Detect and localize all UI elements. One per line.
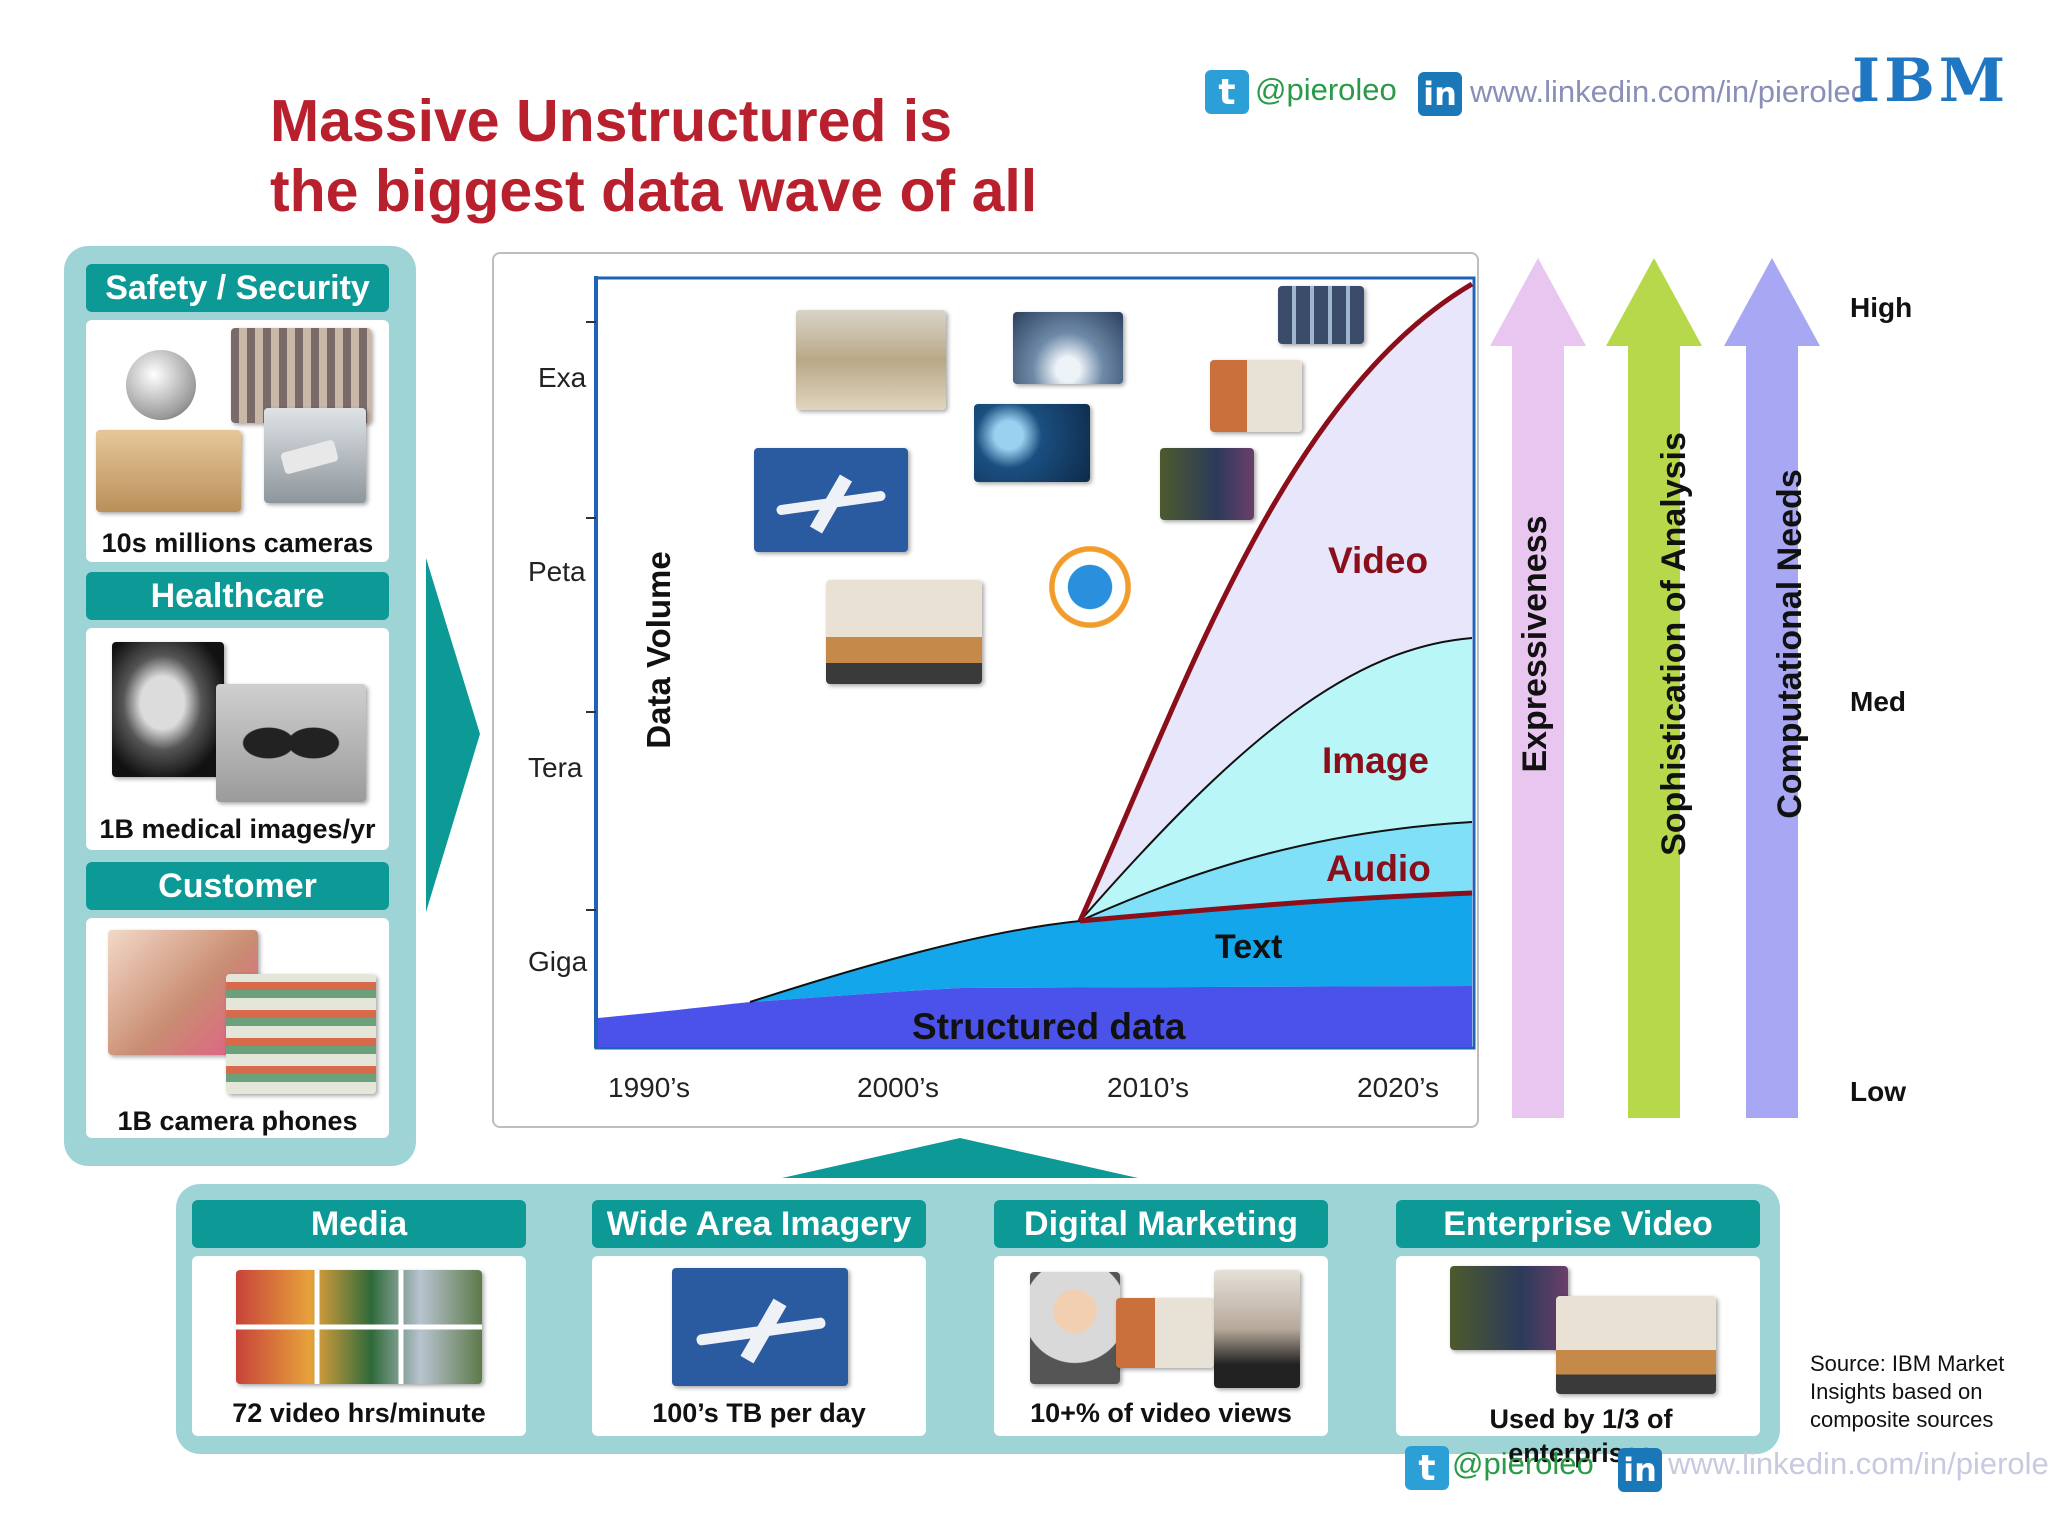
footer-twitter-icon[interactable]: t (1405, 1446, 1449, 1490)
linkedin-icon[interactable]: in (1418, 72, 1462, 116)
y-tick-peta: Peta (528, 556, 586, 587)
label-structured-data: Structured data (912, 1006, 1186, 1047)
capability-arrows (1490, 258, 1820, 1118)
social-network-globe-icon (1035, 532, 1145, 642)
label-video: Video (1328, 540, 1429, 581)
linkedin-url[interactable]: www.linkedin.com/in/pieroleo (1470, 74, 1869, 109)
card-customer: 1B camera phones (86, 918, 389, 1138)
drone-thumbnail (754, 448, 908, 552)
smartphones-thumbnail (1278, 286, 1364, 344)
x-tick-2020s: 2020’s (1357, 1072, 1440, 1103)
arrow-expressiveness (1490, 258, 1586, 1118)
wide-area-drone-photo (672, 1268, 848, 1386)
y-tick-giga: Giga (528, 946, 588, 977)
x-tick-1990s: 1990’s (608, 1072, 691, 1103)
source-note: Source: IBM Market Insights based on com… (1810, 1350, 2004, 1434)
mall-photo (96, 430, 241, 512)
label-image: Image (1322, 740, 1429, 781)
caption-healthcare: 1B medical images/yr (99, 814, 376, 844)
brain-mri-photo (112, 642, 224, 777)
title-line-2: the biggest data wave of all (270, 158, 1038, 224)
data-volume-chart (586, 276, 1476, 1050)
crowd-photo (231, 328, 371, 423)
brain-scans-thumbnail (974, 404, 1090, 482)
source-line-2: Insights based on (1810, 1379, 1983, 1404)
arrow-up-triangle (782, 1138, 1138, 1178)
caption-wide-area-imagery: 100’s TB per day (652, 1398, 866, 1428)
scale-med: Med (1850, 686, 1906, 717)
caption-enterprise-video: Used by 1/3 of enterprises (1489, 1404, 1673, 1468)
card-media: 72 video hrs/minute (192, 1256, 526, 1436)
heading-safety-security: Safety / Security (86, 264, 389, 312)
kid-with-boombox-photo (1030, 1272, 1120, 1384)
heading-media: Media (192, 1200, 526, 1248)
footer-linkedin-icon[interactable]: in (1618, 1448, 1662, 1492)
presenter-thumbnail (1210, 360, 1302, 432)
source-line-3: composite sources (1810, 1407, 1994, 1432)
meeting-thumbnail (826, 580, 982, 684)
source-line-1: Source: IBM Market (1810, 1351, 2005, 1376)
enterprise-speaker-photo (1450, 1266, 1568, 1350)
scale-high: High (1850, 292, 1913, 323)
speaker-video-thumbnail (1160, 448, 1254, 520)
heading-enterprise-video: Enterprise Video (1396, 1200, 1760, 1248)
card-healthcare: 1B medical images/yr (86, 628, 389, 850)
arrow-right-triangle (426, 558, 480, 912)
fitness-photo (1214, 1270, 1300, 1388)
card-digital-marketing: 10+% of video views (994, 1256, 1328, 1436)
card-enterprise-video: Used by 1/3 of enterprises (1396, 1256, 1760, 1468)
y-tick-tera: Tera (528, 752, 583, 783)
x-tick-2010s: 2010’s (1107, 1072, 1190, 1103)
caption-customer: 1B camera phones (117, 1106, 358, 1136)
y-axis-title: Data Volume (640, 551, 677, 749)
card-safety-security: 10s millions cameras (86, 320, 389, 562)
x-tick-2000s: 2000’s (857, 1072, 940, 1103)
dome-camera-icon (126, 350, 196, 420)
heading-digital-marketing: Digital Marketing (994, 1200, 1328, 1248)
mall-thumbnail (796, 310, 946, 410)
area-image (1080, 638, 1472, 921)
area-video (1080, 284, 1472, 921)
presenter-photo (1116, 1298, 1214, 1368)
arrow-computational (1724, 258, 1820, 1118)
twitter-icon[interactable]: t (1205, 70, 1249, 114)
heading-customer: Customer (86, 862, 389, 910)
card-wide-area-imagery: 100’s TB per day (592, 1256, 926, 1436)
cctv-camera-photo (264, 408, 366, 503)
media-collage-photo (236, 1270, 482, 1384)
caption-media: 72 video hrs/minute (232, 1398, 486, 1428)
ibm-logo: IBM (1852, 46, 2010, 116)
slide-title: Massive Unstructured is the biggest data… (270, 86, 1090, 226)
scale-low: Low (1850, 1076, 1906, 1107)
title-line-1: Massive Unstructured is (270, 88, 953, 154)
footer-linkedin-url[interactable]: www.linkedin.com/in/pieroleo (1668, 1446, 2048, 1481)
area-text (750, 893, 1472, 1002)
label-sophistication: Sophistication of Analysis (1655, 432, 1693, 856)
chest-xray-photo (216, 684, 366, 802)
heading-wide-area-imagery: Wide Area Imagery (592, 1200, 926, 1248)
label-text: Text (1215, 928, 1283, 966)
label-expressiveness: Expressiveness (1516, 515, 1554, 773)
twitter-handle[interactable]: @pieroleo (1255, 72, 1397, 107)
caption-safety-security: 10s millions cameras (101, 528, 374, 558)
heading-healthcare: Healthcare (86, 572, 389, 620)
label-computational-needs: Computational Needs (1771, 469, 1809, 819)
store-shelves-photo (226, 974, 376, 1094)
enterprise-meeting-photo (1556, 1296, 1716, 1394)
y-tick-exa: Exa (538, 362, 587, 393)
area-structured-data (598, 986, 1472, 1047)
caption-digital-marketing: 10+% of video views (1030, 1398, 1292, 1428)
arrow-sophistication (1606, 258, 1702, 1118)
label-audio: Audio (1326, 848, 1431, 889)
footer-twitter-handle[interactable]: @pieroleo (1452, 1446, 1594, 1481)
tornado-thumbnail (1013, 312, 1123, 384)
